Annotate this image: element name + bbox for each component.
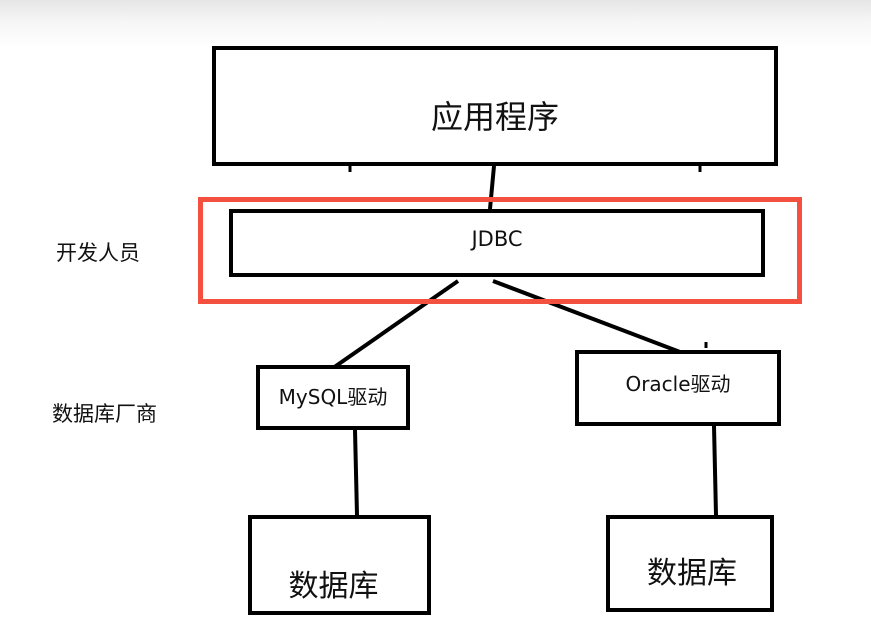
mysql-driver-label: MySQL驱动 bbox=[278, 385, 388, 409]
mysql-driver-box: MySQL驱动 bbox=[256, 365, 410, 430]
mysql-database-box: 数据库 bbox=[248, 515, 431, 615]
oracle-driver-label: Oracle驱动 bbox=[625, 372, 731, 396]
jdbc-highlight-frame bbox=[198, 197, 802, 304]
jdbc-box: JDBC bbox=[229, 209, 765, 277]
application-box: 应用程序 bbox=[212, 46, 778, 166]
connector-jdbc-oracle bbox=[492, 279, 681, 354]
oracle-database-box: 数据库 bbox=[606, 515, 774, 612]
db-vendor-label: 数据库厂商 bbox=[52, 402, 157, 426]
connector-jdbc-mysql bbox=[331, 279, 460, 370]
developer-label: 开发人员 bbox=[56, 241, 140, 265]
database-label: 数据库 bbox=[647, 555, 737, 591]
connector-oracle-db bbox=[712, 425, 718, 516]
connector-mysql-db bbox=[353, 429, 359, 516]
oracle-driver-box: Oracle驱动 bbox=[575, 350, 781, 426]
application-label: 应用程序 bbox=[430, 98, 559, 136]
database-label: 数据库 bbox=[288, 569, 379, 604]
jdbc-label: JDBC bbox=[471, 227, 523, 251]
